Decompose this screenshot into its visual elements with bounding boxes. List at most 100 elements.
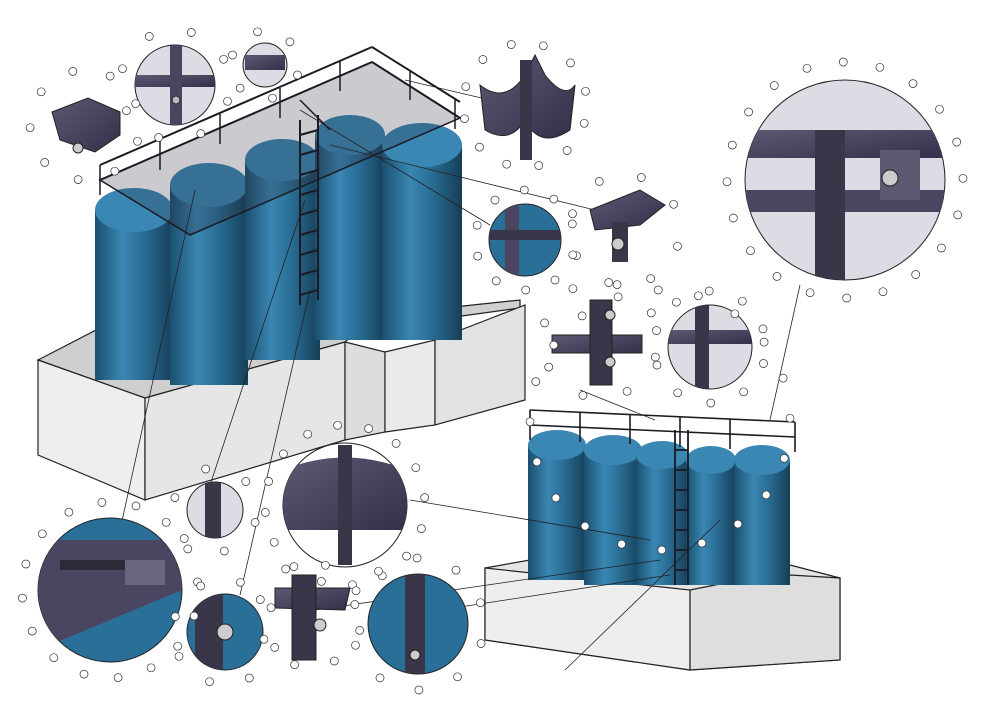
reference-balloon: [653, 285, 663, 295]
reference-balloon: [673, 241, 682, 251]
reference-balloon: [476, 639, 486, 648]
reference-balloon: [534, 161, 544, 170]
reference-balloon: [289, 562, 299, 571]
reference-balloon: [549, 194, 559, 204]
reference-balloon: [417, 524, 426, 533]
detail-view: [282, 442, 408, 568]
reference-balloon: [550, 275, 560, 285]
reference-balloon: [411, 463, 421, 473]
bracket-detail: [589, 189, 666, 262]
reference-balloon: [769, 81, 779, 90]
reference-balloon: [473, 251, 483, 261]
reference-balloon: [37, 529, 47, 539]
reference-balloon: [49, 653, 59, 663]
reference-balloon: [170, 612, 180, 621]
reference-balloon: [461, 82, 471, 92]
reference-balloon: [351, 586, 361, 596]
reference-balloon: [604, 278, 614, 287]
reference-balloon: [728, 213, 738, 223]
reference-balloon: [568, 209, 577, 219]
reference-balloon: [179, 534, 189, 543]
tank: [315, 115, 385, 340]
reference-balloon: [566, 58, 575, 68]
reference-balloon: [122, 106, 131, 116]
reference-balloon: [758, 324, 768, 334]
reference-balloon: [568, 250, 578, 260]
reference-balloon: [235, 83, 245, 93]
reference-balloon: [694, 291, 703, 301]
reference-balloon: [460, 114, 469, 124]
access-ladder: [299, 115, 319, 305]
reference-balloon: [350, 600, 360, 609]
detail-view: [242, 42, 288, 88]
reference-balloon: [544, 362, 554, 372]
reference-balloon: [420, 493, 430, 502]
reference-balloon: [264, 477, 273, 486]
concrete-foundation: [484, 559, 841, 671]
detail-view: [186, 481, 244, 539]
reference-balloon: [355, 626, 365, 635]
reference-balloon: [772, 272, 782, 281]
reference-balloon: [532, 457, 542, 467]
reference-balloon: [759, 337, 769, 347]
reference-balloon: [241, 477, 251, 486]
reference-balloon: [697, 538, 707, 548]
reference-balloon: [279, 449, 288, 459]
reference-balloon: [236, 577, 245, 587]
tank: [382, 123, 462, 340]
reference-balloon: [875, 62, 885, 72]
reference-balloon: [219, 54, 228, 64]
access-ladder: [674, 430, 689, 585]
reference-balloon: [761, 490, 771, 500]
reference-balloon: [351, 640, 360, 650]
reference-balloon: [303, 429, 313, 439]
reference-balloon: [521, 285, 531, 295]
reference-balloon: [673, 388, 683, 398]
reference-balloon: [173, 641, 183, 651]
detail-view: [488, 203, 562, 277]
reference-balloon: [911, 270, 921, 279]
reference-balloon: [201, 464, 211, 474]
reference-balloons: [18, 27, 968, 695]
walkway-railing: [529, 409, 796, 452]
reference-balloon: [581, 86, 590, 96]
reference-balloon: [144, 32, 154, 41]
reference-balloon: [612, 280, 622, 289]
reference-balloon: [842, 293, 852, 303]
tank: [170, 163, 248, 385]
reference-balloon: [79, 669, 89, 679]
reference-balloon: [577, 311, 587, 321]
reference-balloon: [578, 391, 588, 400]
reference-balloon: [97, 498, 107, 507]
reference-balloon: [613, 292, 623, 302]
reference-balloon: [391, 439, 401, 448]
reference-balloon: [878, 287, 888, 297]
reference-balloon: [759, 359, 768, 368]
reference-balloon: [651, 352, 660, 362]
reference-balloon: [105, 71, 115, 81]
reference-balloon: [293, 70, 302, 80]
detail-view: [134, 44, 216, 126]
reference-balloon: [25, 123, 35, 133]
reference-balloon: [952, 137, 962, 147]
reference-balloon: [476, 598, 485, 608]
reference-balloon: [805, 288, 815, 298]
reference-balloon: [290, 660, 299, 670]
reference-balloon: [255, 595, 265, 604]
reference-balloon: [802, 63, 812, 73]
reference-balloon: [68, 67, 78, 76]
detail-view: [367, 573, 469, 675]
reference-balloon: [727, 140, 737, 150]
reference-balloon: [118, 64, 127, 74]
reference-balloon: [538, 41, 548, 51]
reference-balloon: [110, 166, 120, 176]
main-assembly: [36, 46, 526, 501]
tank: [528, 430, 586, 580]
reference-balloon: [113, 673, 123, 682]
tank: [584, 435, 642, 585]
reference-balloon: [744, 107, 753, 117]
reference-balloon: [519, 185, 529, 195]
reference-balloon: [21, 559, 31, 569]
detail-view: [744, 79, 946, 281]
reference-balloon: [196, 129, 206, 138]
